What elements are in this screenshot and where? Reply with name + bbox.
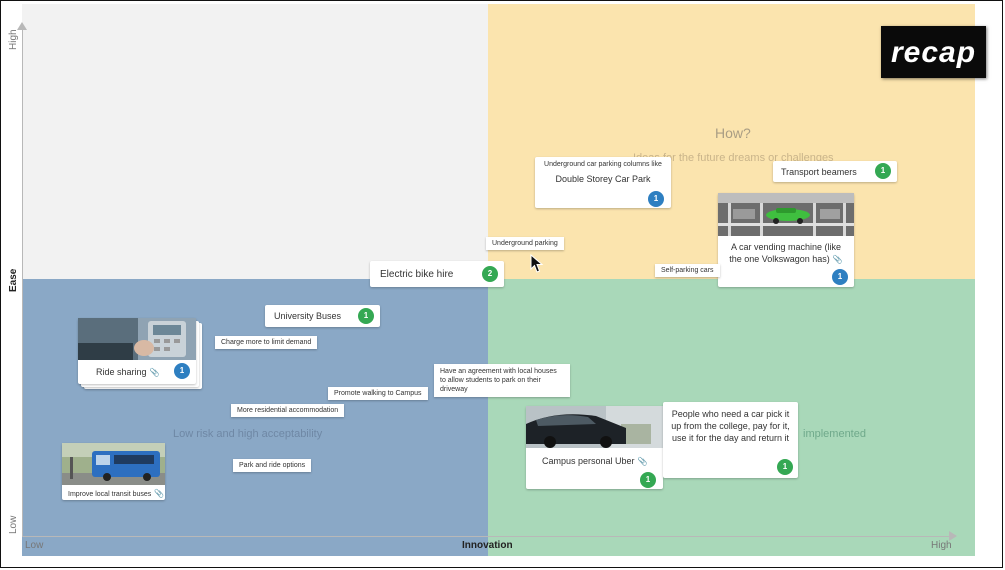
card-title: Transport beamers [781, 167, 857, 177]
y-axis-line [22, 28, 23, 536]
quadrant-note-implemented: implemented [803, 428, 866, 440]
vote-count-badge[interactable]: 1 [648, 191, 664, 207]
ride-sharing-photo [78, 318, 196, 360]
card-title: Double Storey Car Park [555, 174, 651, 184]
x-axis-line [22, 536, 950, 537]
vote-count-badge[interactable]: 1 [777, 459, 793, 475]
idea-tag-promote-walking[interactable]: Promote walking to Campus [328, 387, 428, 400]
card-caption: Underground car parking columns like [544, 161, 662, 168]
idea-card-double-storey-car-park[interactable]: Underground car parking columns like Dou… [535, 157, 671, 208]
vote-count-badge[interactable]: 2 [482, 266, 498, 282]
bus-photo [62, 443, 165, 485]
idea-tag-driveway-agreement[interactable]: Have an agreement with local houses to a… [434, 364, 570, 397]
card-title: Ride sharing📎 [96, 367, 160, 377]
paperclip-icon: 📎 [154, 489, 165, 498]
idea-tag-residential-accommodation[interactable]: More residential accommodation [231, 404, 345, 417]
card-title: A car vending machine (like the one Volk… [729, 242, 843, 264]
card-title: Electric bike hire [380, 269, 454, 280]
quadrant-title: How? [715, 125, 751, 141]
idea-tag-park-and-ride[interactable]: Park and ride options [233, 459, 312, 472]
y-axis-low-label: Low [8, 515, 19, 534]
vote-count-badge[interactable]: 1 [832, 269, 848, 285]
uber-car-photo [526, 406, 663, 448]
idea-tag-underground-parking[interactable]: Underground parking [486, 237, 564, 250]
mouse-cursor-icon [530, 253, 544, 279]
idea-card-electric-bike-hire[interactable]: Electric bike hire 2 [370, 261, 504, 287]
paperclip-icon: 📎 [637, 457, 648, 466]
paperclip-icon: 📎 [832, 255, 843, 264]
vote-count-badge[interactable]: 1 [640, 472, 656, 488]
idea-card-transport-beamers[interactable]: Transport beamers 1 [773, 161, 897, 182]
card-title: Improve local transit buses📎 [68, 489, 165, 498]
idea-tag-self-parking-cars[interactable]: Self-parking cars [655, 264, 720, 277]
car-vending-photo [718, 193, 854, 236]
x-axis-low-label: Low [25, 540, 44, 551]
y-axis-arrow [17, 22, 27, 30]
idea-tag-charge-more[interactable]: Charge more to limit demand [215, 336, 318, 349]
recap-logo: recap [881, 26, 986, 78]
card-title: Campus personal Uber📎 [542, 456, 648, 466]
idea-card-campus-personal-uber[interactable]: Campus personal Uber📎 1 [526, 406, 663, 489]
quadrant-top-left [22, 4, 488, 279]
x-axis-high-label: High [931, 540, 952, 551]
card-title: People who need a car pick it up from th… [671, 409, 790, 443]
vote-count-badge[interactable]: 1 [875, 163, 891, 179]
x-axis-arrow [949, 531, 957, 541]
card-title: University Buses [274, 311, 342, 321]
quadrant-note-low-risk: Low risk and high acceptability [173, 428, 323, 440]
idea-card-local-transit-buses[interactable]: Improve local transit buses📎 [62, 443, 165, 500]
idea-card-university-buses[interactable]: University Buses 1 [265, 305, 380, 327]
y-axis-high-label: High [8, 29, 19, 50]
idea-card-car-vending-machine[interactable]: A car vending machine (like the one Volk… [718, 193, 854, 287]
vote-count-badge[interactable]: 1 [358, 308, 374, 324]
x-axis-title: Innovation [462, 540, 513, 551]
vote-count-badge[interactable]: 1 [174, 363, 190, 379]
idea-card-ride-sharing[interactable]: Ride sharing📎 1 [78, 318, 196, 384]
paperclip-icon: 📎 [149, 368, 160, 377]
idea-card-car-pick-up[interactable]: People who need a car pick it up from th… [663, 402, 798, 478]
y-axis-title: Ease [8, 268, 19, 292]
